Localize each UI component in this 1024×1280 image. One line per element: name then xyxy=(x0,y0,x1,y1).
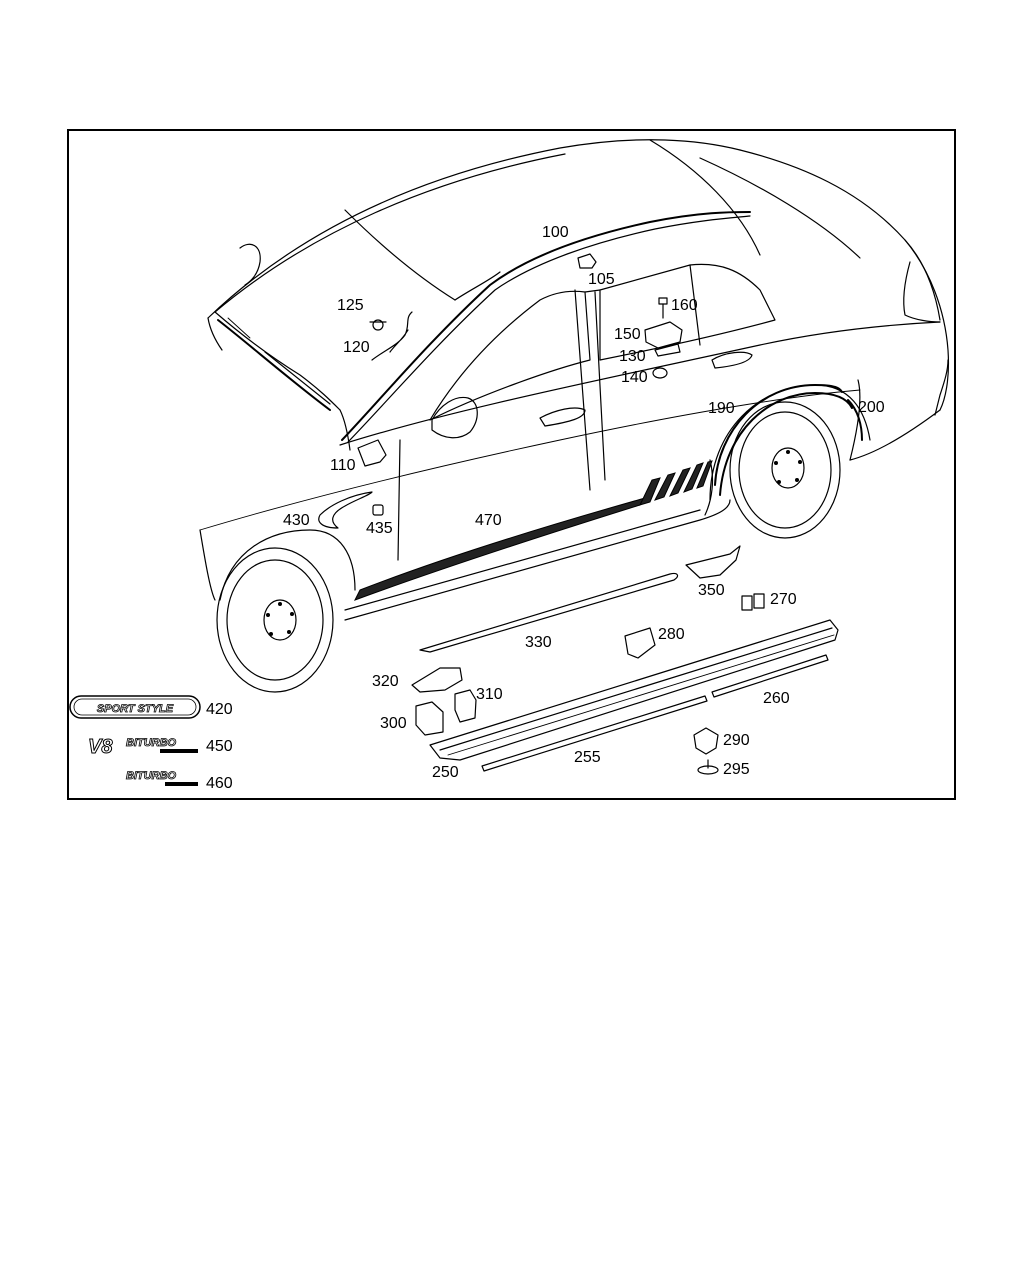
callout-125: 125 xyxy=(337,297,364,314)
callout-350: 350 xyxy=(698,582,725,599)
callout-105: 105 xyxy=(588,271,615,288)
part-100-roof-trim xyxy=(341,211,751,443)
part-130-clip xyxy=(654,343,681,357)
callout-270: 270 xyxy=(770,591,797,608)
callout-320: 320 xyxy=(372,673,399,690)
part-255-trim xyxy=(481,695,708,772)
car-outline xyxy=(199,139,950,621)
badge-sport-style-text: SPORT STYLE xyxy=(97,703,174,715)
callout-100: 100 xyxy=(542,224,569,241)
callout-200: 200 xyxy=(858,399,885,416)
part-200-rear-arch-trim xyxy=(847,399,863,441)
rear-wheel xyxy=(729,401,841,539)
callout-470: 470 xyxy=(475,512,502,529)
part-120-script-emblem xyxy=(371,311,413,361)
part-190-wheel-arch-trim xyxy=(714,384,843,486)
badge-biturbo-460-text: BITURBO xyxy=(126,770,177,782)
callout-150: 150 xyxy=(614,326,641,343)
badge-v8-text: V8 xyxy=(88,736,113,758)
callout-190: 190 xyxy=(708,400,735,417)
badge-420-sport-style: SPORT STYLE xyxy=(69,695,201,719)
callout-435: 435 xyxy=(366,520,393,537)
badge-biturbo-450-text: BITURBO xyxy=(126,737,177,749)
badge-460-biturbo: BITURBO xyxy=(126,770,198,786)
callout-450: 450 xyxy=(206,738,233,755)
callout-260: 260 xyxy=(763,690,790,707)
part-350-bracket xyxy=(685,545,741,579)
part-310-block xyxy=(454,689,477,723)
part-105-clip xyxy=(577,253,597,269)
part-280-bracket xyxy=(624,627,656,659)
callout-310: 310 xyxy=(476,686,503,703)
callout-300: 300 xyxy=(380,715,407,732)
part-150-bracket xyxy=(644,321,683,349)
part-250-running-board xyxy=(429,619,839,761)
part-140-grommet xyxy=(652,367,668,379)
callout-330: 330 xyxy=(525,634,552,651)
callout-120: 120 xyxy=(343,339,370,356)
part-330-sill-trim xyxy=(419,572,679,653)
callout-430: 430 xyxy=(283,512,310,529)
part-110-clip xyxy=(357,439,387,467)
part-160-bolt xyxy=(658,297,668,319)
part-320-bracket xyxy=(411,667,463,693)
callout-140: 140 xyxy=(621,369,648,386)
part-435-cap xyxy=(372,504,384,516)
part-470-stripe-decal xyxy=(353,460,713,601)
part-270-clips xyxy=(741,593,765,611)
part-290-nut xyxy=(693,727,719,755)
callout-460: 460 xyxy=(206,775,233,792)
callout-280: 280 xyxy=(658,626,685,643)
front-wheel xyxy=(216,547,334,693)
callout-160: 160 xyxy=(671,297,698,314)
callout-255: 255 xyxy=(574,749,601,766)
callout-250: 250 xyxy=(432,764,459,781)
part-260-trim xyxy=(711,654,829,698)
part-300-block xyxy=(415,701,444,736)
part-125-pin xyxy=(369,319,387,331)
callout-290: 290 xyxy=(723,732,750,749)
badge-450-v8-biturbo: V8 BITURBO xyxy=(88,736,198,759)
callout-130: 130 xyxy=(619,348,646,365)
part-430-swoosh xyxy=(318,491,373,529)
callout-295: 295 xyxy=(723,761,750,778)
diagram-frame xyxy=(67,129,956,800)
callout-110: 110 xyxy=(330,457,356,474)
callout-420: 420 xyxy=(206,701,233,718)
part-295-screw xyxy=(697,759,719,775)
